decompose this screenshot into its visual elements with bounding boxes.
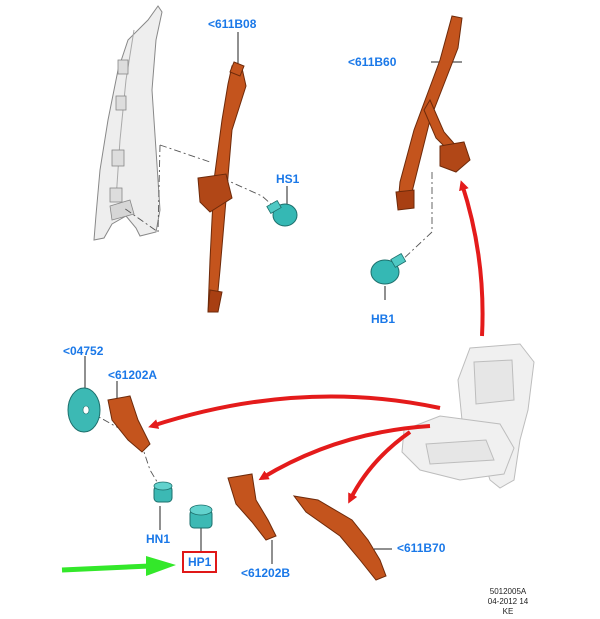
spacer-hp1-illustration [189, 504, 213, 529]
buckle-61202a-illustration [107, 395, 151, 453]
reference-arrows [148, 180, 485, 504]
callout-leaders [84, 32, 462, 564]
callout-hp1-selected[interactable]: HP1 [182, 551, 218, 573]
diagram-date: 04-2012 14 [487, 597, 529, 606]
front-seatbelt-illustration [197, 61, 247, 313]
bolt-hb1-illustration [370, 252, 407, 285]
bolt-hn1-illustration [153, 481, 173, 503]
callout-61202b[interactable]: <61202B [241, 566, 291, 580]
diagram-code: 5012005A [489, 587, 527, 596]
callout-611b08[interactable]: <611B08 [208, 17, 257, 31]
callout-611b60[interactable]: <611B60 [348, 55, 397, 69]
callout-04752[interactable]: <04752 [63, 344, 104, 358]
callout-hb1[interactable]: HB1 [371, 312, 396, 326]
highlight-arrow [61, 556, 176, 576]
bolt-hs1-illustration [266, 199, 298, 227]
buckle-61202b-illustration [227, 473, 277, 541]
fixing-lines [89, 144, 433, 496]
callout-hn1[interactable]: HN1 [146, 532, 171, 546]
diagram-reference: 5012005A 04-2012 14 KE [478, 587, 538, 617]
callout-61202a[interactable]: <61202A [108, 368, 158, 382]
seat-illustration [401, 343, 535, 489]
diagram-suffix: KE [502, 607, 514, 616]
callout-611b70[interactable]: <611B70 [397, 541, 446, 555]
callout-hs1[interactable]: HS1 [276, 172, 300, 186]
washer-04752-illustration [67, 387, 101, 433]
buckle-611b70-illustration [292, 495, 387, 581]
pillar-trim-illustration [93, 5, 163, 241]
rear-seatbelt-illustration [395, 15, 471, 211]
